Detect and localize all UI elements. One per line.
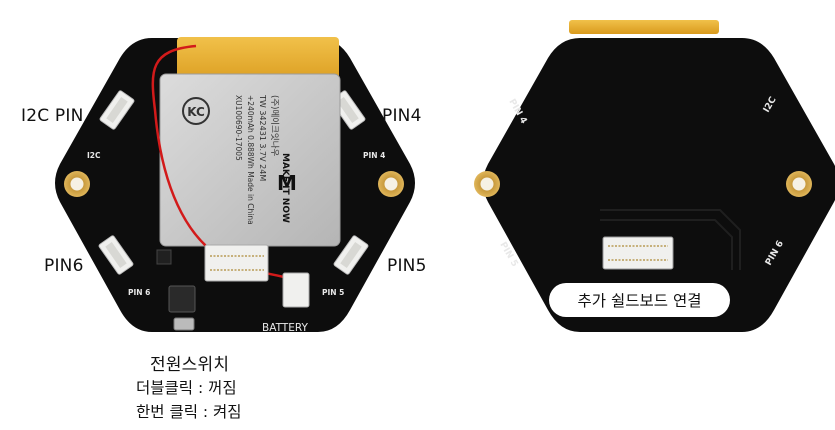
kc-mark-icon: KC bbox=[182, 97, 210, 125]
front-board: KC (주)메이크잇나우 TW 342431 3.7V 24M +240mAh … bbox=[55, 37, 415, 334]
front-silk-pin6: PIN 6 bbox=[128, 288, 150, 297]
battery-jst bbox=[282, 272, 310, 308]
power-switch-title: 전원스위치 bbox=[150, 355, 230, 375]
front-silk-pin5: PIN 5 bbox=[322, 288, 344, 297]
i2c-connector bbox=[99, 90, 135, 130]
inductor bbox=[168, 285, 196, 313]
callout-pin5: PIN5 bbox=[387, 256, 427, 276]
back-mount-hole-left bbox=[474, 171, 500, 197]
shield-connect-label: 추가 쉴드보드 연결 bbox=[549, 283, 730, 317]
svg-text:MAKE IT NOW: MAKE IT NOW bbox=[280, 153, 290, 223]
front-silk-battery: BATTERY bbox=[262, 322, 308, 334]
single-click-note: 한번 클릭 : 켜짐 bbox=[136, 403, 242, 421]
battery-model-text: TW 342431 3.7V 24M bbox=[258, 94, 267, 181]
battery-capacity-text: +240mAh 0.888Wh Made in China bbox=[246, 95, 255, 225]
make-it-now-logo: MAKE IT NOW bbox=[280, 153, 290, 223]
back-mount-hole-right bbox=[786, 171, 812, 197]
callout-pin4: PIN4 bbox=[382, 106, 422, 126]
pin6-connector bbox=[98, 235, 134, 275]
pin5-connector bbox=[333, 235, 369, 275]
front-silk-pin4: PIN 4 bbox=[363, 151, 385, 160]
power-switch-button bbox=[173, 317, 195, 331]
battery-maker-text: (주)메이크잇나우 bbox=[269, 95, 280, 157]
battery-wire bbox=[151, 44, 304, 291]
battery-cert-text: XU100690-17005 bbox=[234, 95, 243, 161]
back-battery-edge bbox=[569, 20, 719, 34]
make-it-now-mark: M bbox=[277, 171, 297, 195]
front-board-connector bbox=[204, 244, 269, 282]
ic-chip bbox=[156, 249, 172, 265]
front-mount-hole-left bbox=[64, 171, 90, 197]
front-mount-hole-right bbox=[378, 171, 404, 197]
callout-pin6: PIN6 bbox=[44, 256, 84, 276]
front-silk-i2c: I2C bbox=[87, 151, 101, 160]
double-click-note: 더블클릭 : 꺼짐 bbox=[136, 379, 237, 397]
shield-board-connector bbox=[602, 236, 674, 270]
svg-text:KC: KC bbox=[187, 105, 205, 119]
back-pcb bbox=[483, 38, 835, 332]
callout-i2c-pin: I2C PIN bbox=[21, 106, 84, 126]
